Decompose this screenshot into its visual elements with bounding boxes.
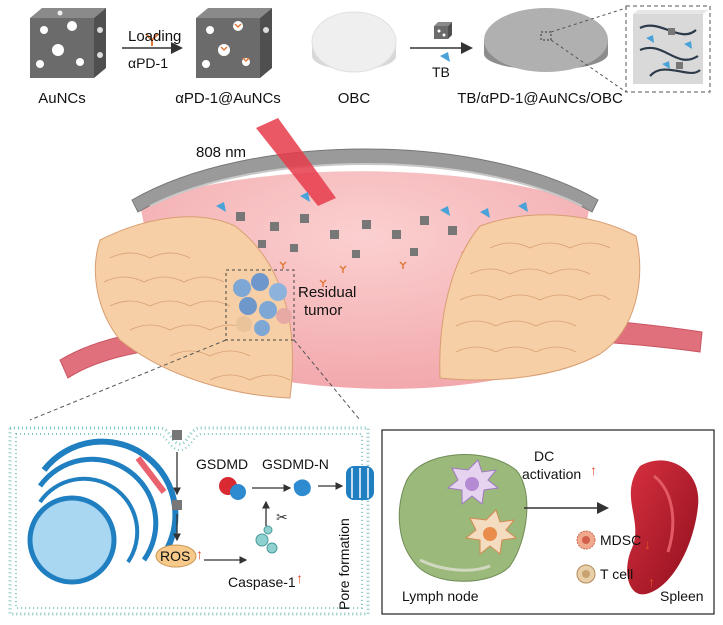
ros-label: ROS xyxy=(160,548,191,564)
pore-icon xyxy=(346,466,374,500)
residual-tumor xyxy=(225,269,295,341)
pore-label: Pore formation xyxy=(336,518,352,610)
aunc-cube xyxy=(30,8,106,78)
final-disc xyxy=(484,8,608,72)
tissue-left xyxy=(94,216,293,399)
mdsc-down-arrow: ↓ xyxy=(644,536,651,552)
final-label: TB/αPD-1@AuNCs/OBC xyxy=(457,90,623,107)
dc-label-line2: activation xyxy=(522,466,582,482)
gsdmd-n-icon xyxy=(293,479,311,497)
tcell-up-arrow: ↑ xyxy=(648,574,655,590)
spleen xyxy=(627,460,699,595)
apd1-label: αPD-1 xyxy=(128,55,168,71)
zoom-box xyxy=(625,5,711,93)
cell-nanoparticle xyxy=(172,430,182,510)
mdsc-icon xyxy=(576,530,596,550)
tcell-icon xyxy=(576,564,596,584)
tb-label: TB xyxy=(432,64,450,80)
dc-cell-2 xyxy=(464,509,518,556)
gsdmd-icon xyxy=(219,477,246,500)
scissors-icon: ✂ xyxy=(276,510,288,526)
mdsc-label: MDSC xyxy=(600,532,642,548)
dc-up-arrow: ↑ xyxy=(590,462,597,478)
ros-up-arrow: ↑ xyxy=(196,546,203,562)
laser-label: 808 nm xyxy=(196,144,247,161)
dc-label-line1: DC xyxy=(534,448,555,464)
nanoparticles xyxy=(236,212,457,258)
cell-laser xyxy=(135,456,167,494)
tb-crystals xyxy=(216,192,528,218)
obc-disc xyxy=(311,11,397,73)
antibody-icon xyxy=(145,33,159,46)
ros-bubble xyxy=(155,544,197,568)
tcell-label: T cell xyxy=(600,566,634,582)
tumor-label-line2: tumor xyxy=(304,302,343,319)
nucleus xyxy=(27,438,179,585)
spleen-label: Spleen xyxy=(660,588,704,604)
gsdmd-n-label: GSDMD-N xyxy=(262,456,329,472)
mini-cube-icon xyxy=(434,22,452,39)
tumor-label-line1: Residual xyxy=(298,284,357,301)
lymph-label: Lymph node xyxy=(402,588,479,604)
loaded-cube xyxy=(196,8,272,78)
loading-label: Loading xyxy=(128,28,182,45)
tissue-right xyxy=(439,214,641,381)
caspase-label: Caspase-1 xyxy=(228,574,296,590)
caspase-up-arrow: ↑ xyxy=(296,570,303,586)
dc-cell-1 xyxy=(446,459,500,506)
antibodies xyxy=(279,251,469,287)
obc-label: OBC xyxy=(337,90,371,107)
loaded-label: αPD-1@AuNCs xyxy=(175,90,281,107)
gsdmd-label: GSDMD xyxy=(196,456,249,472)
tb-crystal-icon xyxy=(440,52,450,62)
aunc-label: AuNCs xyxy=(38,90,86,107)
laser-beam xyxy=(256,118,336,206)
caspase-icon xyxy=(255,525,278,554)
